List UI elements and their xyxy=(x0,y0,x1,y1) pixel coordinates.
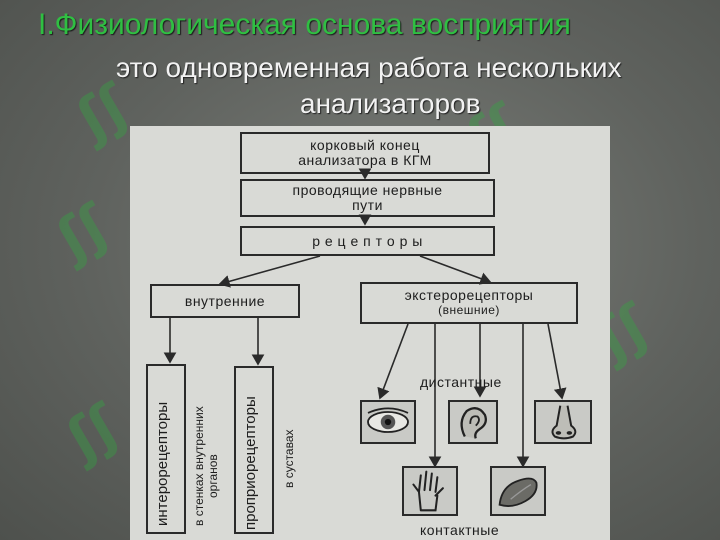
cortex-end-label-line1: корковый конец xyxy=(310,137,420,153)
slide-title: I.Физиологическая основа восприятия xyxy=(38,8,571,41)
nerve-pathways-label-line2: пути xyxy=(352,197,383,213)
arrow-to-external xyxy=(419,255,492,285)
receptors-box: р е ц е п т о р ы xyxy=(240,226,495,256)
hand-icon xyxy=(402,466,458,516)
diagram-panel: корковый конец анализатора в КГМ проводя… xyxy=(130,126,610,540)
cortex-end-label-line2: анализатора в КГМ xyxy=(298,152,432,168)
cortex-end-box: корковый конец анализатора в КГМ xyxy=(240,132,490,174)
exteroreceptors-label-line1: экстерорецепторы xyxy=(404,287,534,303)
slide-subtitle-line1: это одновременная работа нескольких xyxy=(116,52,622,83)
proprioreceptors-label: проприорецепторы xyxy=(242,396,259,530)
slide-subtitle-line2: анализаторов xyxy=(300,88,481,119)
interoreceptors-box xyxy=(146,364,186,534)
exteroreceptors-box: экстерорецепторы (внешние) xyxy=(360,282,578,324)
arrow-to-eye xyxy=(377,323,409,400)
diagram-connectors xyxy=(163,168,567,468)
exteroreceptors-label-line2: (внешние) xyxy=(438,303,500,317)
proprioreceptors-box xyxy=(234,366,274,534)
interoreceptors-location-line2: органов xyxy=(206,454,220,498)
interoreceptors-label: интерорецепторы xyxy=(154,401,171,526)
ear-icon xyxy=(448,400,498,444)
internal-receptors-label: внутренние xyxy=(184,292,266,309)
proprioreceptors-location: в суставах xyxy=(282,429,296,488)
arrow-to-nose xyxy=(547,323,567,400)
nose-icon xyxy=(534,400,592,444)
receptors-label: р е ц е п т о р ы xyxy=(312,232,423,249)
internal-receptors-box: внутренние xyxy=(150,284,300,318)
arrow-to-internal xyxy=(218,255,321,288)
interoreceptors-location-line1: в стенках внутренних xyxy=(192,406,206,526)
nerve-pathways-label-line1: проводящие нервные xyxy=(292,182,443,198)
tongue-icon xyxy=(490,466,546,516)
distant-receptors-label: дистантные xyxy=(420,374,502,390)
contact-receptors-label: контактные xyxy=(420,522,500,538)
nerve-pathways-box: проводящие нервные пути xyxy=(240,179,495,217)
eye-icon xyxy=(360,400,416,444)
